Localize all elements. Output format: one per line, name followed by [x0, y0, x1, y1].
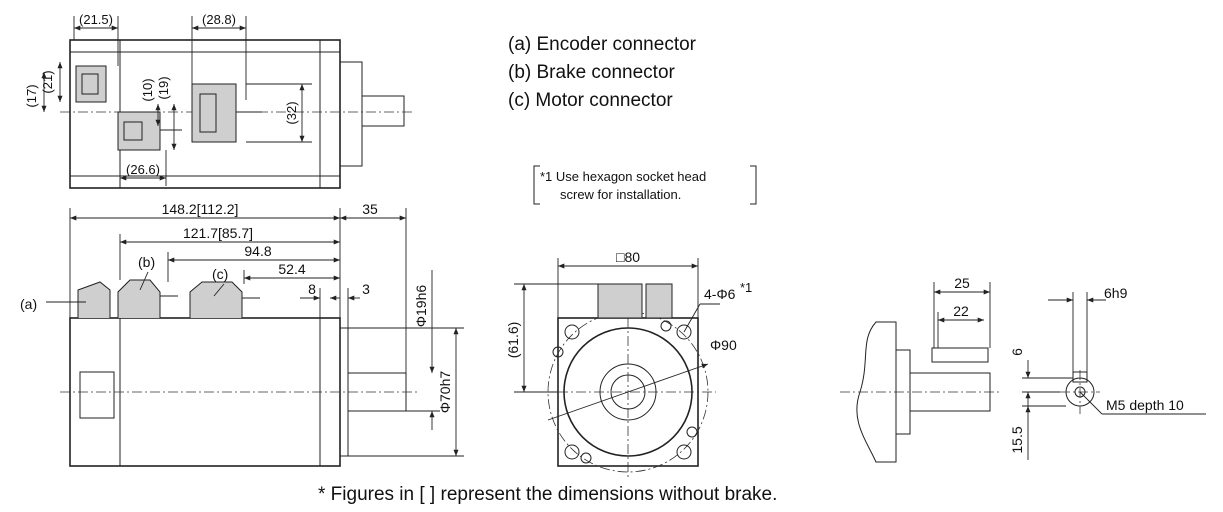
- note-line-2: screw for installation.: [560, 187, 681, 202]
- dim-8: 8: [308, 281, 316, 297]
- dim-pilot-dia: Φ70h7: [437, 371, 453, 414]
- dim-32: (32): [284, 101, 299, 124]
- dim-26-6: (26.6): [126, 162, 160, 177]
- dim-10: (10): [140, 78, 155, 101]
- note-line-1: *1 Use hexagon socket head: [540, 169, 706, 184]
- dim-holes-mark: *1: [740, 280, 752, 295]
- dim-holes: 4-Φ6: [704, 286, 736, 302]
- screw-note: *1 Use hexagon socket head screw for ins…: [533, 165, 757, 205]
- dim-15-5: 15.5: [1009, 426, 1025, 453]
- dim-6: 6: [1009, 348, 1025, 356]
- dim-121-7: 121.7[85.7]: [183, 225, 253, 241]
- shaft-break-section: [856, 321, 897, 463]
- mounting-hole-tl: [564, 324, 580, 340]
- dim-19: (19): [156, 76, 171, 99]
- dim-17: (17): [24, 84, 39, 107]
- dim-148-2: 148.2[112.2]: [162, 201, 239, 217]
- front-view: □80 (61.6) 4-Φ6 *1 Φ90: [505, 249, 752, 480]
- dim-25: 25: [954, 275, 970, 291]
- legend-motor: (c) Motor connector: [508, 90, 673, 111]
- label-c: (c): [212, 266, 228, 282]
- legend-encoder: (a) Encoder connector: [508, 34, 697, 55]
- dim-22: 22: [953, 303, 969, 319]
- dim-28-8: (28.8): [202, 12, 236, 27]
- legend-brake: (b) Brake connector: [508, 62, 676, 83]
- dim-61-6: (61.6): [505, 322, 521, 359]
- dim-52-4: 52.4: [278, 261, 305, 277]
- shaft-detail-view: 25 22 6h9 6 15.5 M5 depth 10: [840, 275, 1206, 463]
- side-encoder-connector: [77, 281, 111, 318]
- dim-21-5: (21.5): [79, 12, 113, 27]
- label-b: (b): [138, 254, 155, 270]
- top-motor-connector: [191, 83, 237, 143]
- top-view-shaft: [361, 95, 405, 127]
- side-brake-connector: [117, 279, 161, 318]
- dim-6h9: 6h9: [1104, 285, 1128, 301]
- front-connector-block: [597, 283, 643, 319]
- top-view: (21.5) (28.8) (21) (17) (10) (19) (32) (…: [24, 12, 415, 189]
- side-motor-connector: [189, 281, 243, 318]
- dim-35: 35: [362, 201, 378, 217]
- connector-legend: (a) Encoder connector (b) Brake connecto…: [508, 34, 697, 111]
- top-brake-connector: [117, 111, 161, 151]
- dim-shaft-dia: Φ19h6: [413, 285, 429, 328]
- mounting-hole-tr: [676, 324, 692, 340]
- mounting-hole-bl: [564, 444, 580, 460]
- side-view: 148.2[112.2] 35 121.7[85.7] 94.8 52.4 8 …: [20, 201, 464, 467]
- shaft-key: [931, 347, 989, 363]
- top-encoder-connector: [75, 65, 107, 103]
- mounting-hole-br: [676, 444, 692, 460]
- dim-square-80: □80: [616, 249, 640, 265]
- footer-note: * Figures in [ ] represent the dimension…: [318, 484, 777, 505]
- dim-3: 3: [362, 281, 370, 297]
- dim-94-8: 94.8: [244, 243, 271, 259]
- dim-pcd-90: Φ90: [710, 337, 737, 353]
- label-a: (a): [20, 296, 37, 312]
- dim-21: (21): [40, 70, 55, 93]
- dim-tap: M5 depth 10: [1106, 397, 1184, 413]
